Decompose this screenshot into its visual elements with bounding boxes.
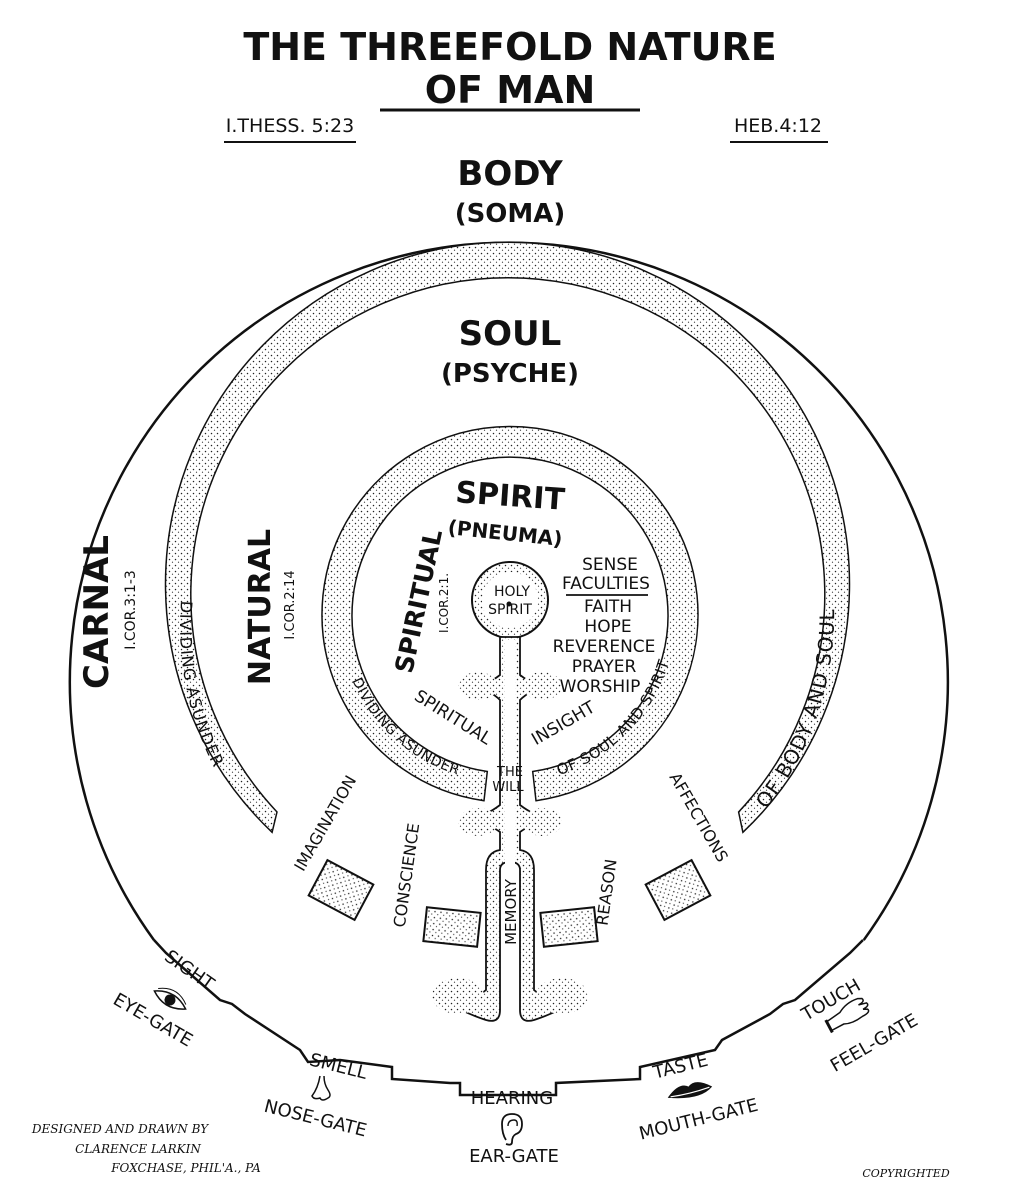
scripture-ref-left: I.THESS. 5:23 [226,115,354,137]
carnal-label: CARNAL [77,535,117,689]
conscience-block [422,906,482,948]
title-line-1: THE THREEFOLD NATURE [243,25,776,69]
puff-middle-right [522,808,562,836]
spiritual-insight-right: INSIGHT [528,697,599,750]
taste-label: TASTE [650,1050,710,1084]
natural-label: NATURAL [243,529,278,685]
faculty-reverence: REVERENCE [553,637,656,657]
nose-icon [311,1075,331,1101]
spirit-greek: (PNEUMA) [447,515,564,551]
soul-greek: (PSYCHE) [441,359,579,389]
spirit-label: SPIRIT [454,475,566,518]
faculty-hope: HOPE [584,617,631,637]
copyright-label: COPYRIGHTED [862,1167,949,1180]
smell-label: SMELL [307,1049,369,1084]
sense-heading-1: SENSE [582,555,638,575]
faculty-worship: WORSHIP [560,677,641,697]
body-greek: (SOMA) [455,199,566,229]
credit-line-2: CLARENCE LARKIN [75,1142,201,1156]
affections-block [644,858,712,922]
puff-upper-left [458,672,498,700]
puff-middle-left [458,808,498,836]
ear-gate-label: EAR-GATE [469,1146,559,1167]
soul-ring [164,241,851,834]
natural-ref: I.COR.2:14 [283,570,298,639]
carnal-ref: I.COR.3:1-3 [123,570,139,650]
title-line-2: OF MAN [425,68,596,112]
will-label-2: WILL [492,780,524,795]
spirit-ring [321,425,699,802]
scripture-ref-right: HEB.4:12 [734,115,822,137]
eye-icon [153,987,187,1010]
affections-label: AFFECTIONS [666,769,732,865]
faculty-prayer: PRAYER [572,657,637,677]
hand-icon [824,997,870,1034]
nose-gate-label: NOSE-GATE [262,1096,369,1142]
faculty-faith: FAITH [584,597,632,617]
holy-spirit-dot [506,601,512,607]
lips-icon [667,1082,713,1099]
credit-line-1: DESIGNED AND DRAWN BY [31,1122,209,1136]
holy-spirit-line-2: SPIRIT [488,602,532,618]
reason-block [539,906,599,948]
hearing-label: HEARING [471,1088,553,1109]
imagination-label: IMAGINATION [290,772,360,874]
ear-icon [501,1113,523,1146]
body-label: BODY [457,154,563,194]
mouth-gate-label: MOUTH-GATE [637,1095,760,1145]
credit-line-3: FOXCHASE, PHIL'A., PA [110,1161,261,1175]
sight-label: SIGHT [161,946,219,995]
reason-label: REASON [592,858,620,927]
holy-spirit-line-1: HOLY [494,584,530,600]
imagination-block [307,858,375,922]
will-label-1: THE [496,765,523,780]
spiritual-ref: I.COR.2:1. [437,573,451,633]
gate-wall [153,939,864,1097]
conscience-label: CONSCIENCE [390,822,423,929]
puff-upper-right [522,672,562,700]
sense-heading-2: FACULTIES [562,574,650,594]
soul-label: SOUL [459,314,562,354]
puff-lower-left [432,978,484,1014]
memory-label: MEMORY [502,878,520,945]
puff-lower-right [536,978,588,1014]
